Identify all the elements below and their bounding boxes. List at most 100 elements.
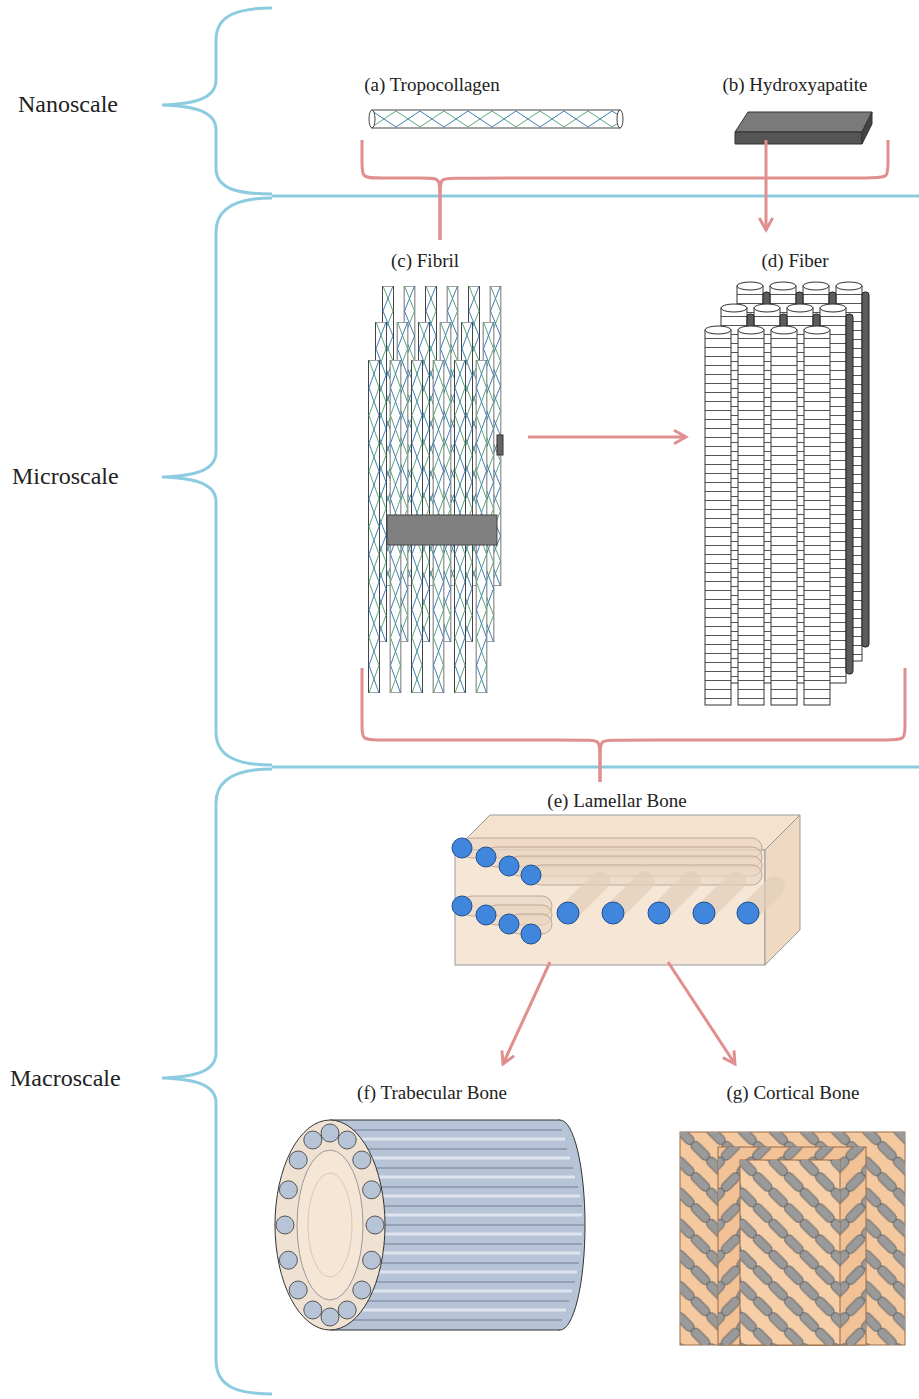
trabecular-bone-figure: [279, 1181, 297, 1199]
trabecular-bone-figure: [289, 1151, 307, 1169]
trabecular-bone-figure: [363, 1181, 381, 1199]
lamellar-bone-figure: [737, 902, 759, 924]
cortical-bone-figure: [680, 1132, 905, 1345]
trabecular-bone-figure: [353, 1281, 371, 1299]
trabecular-bone-figure: [297, 1150, 363, 1300]
fiber-figure: [771, 326, 797, 705]
trabecular-bone-figure: [330, 1320, 562, 1321]
trabecular-bone-figure: [275, 1120, 385, 1330]
fibril-figure: [497, 435, 503, 455]
flow-arrow: [503, 962, 550, 1064]
lamellar-bone-figure: [693, 902, 715, 924]
trabecular-bone-figure: [279, 1251, 297, 1269]
cortical-bone-figure: [718, 1147, 866, 1345]
hierarchy-level: (b) Hydroxyapatite: [700, 72, 895, 140]
tropocollagen-figure: [372, 110, 620, 128]
fiber-figure: [705, 282, 869, 705]
lamellar-bone-figure: [648, 902, 670, 924]
scale-bracket: [162, 8, 919, 1394]
trabecular-bone-figure: [330, 1120, 560, 1121]
cortical-bone-figure: [680, 1132, 905, 1345]
fibril-figure: [369, 286, 504, 693]
level-title: (g) Cortical Bone: [727, 1082, 860, 1104]
trabecular-bone-figure: [366, 1216, 384, 1234]
scale-label: Microscale: [12, 462, 119, 490]
scale-bracket: [162, 8, 272, 194]
trabecular-bone-figure: [276, 1124, 384, 1326]
scale-bracket: [162, 198, 272, 765]
tropocollagen-figure: [617, 110, 623, 128]
lamellar-bone-figure: [602, 902, 624, 924]
level-title: (b) Hydroxyapatite: [722, 74, 867, 96]
trabecular-bone-figure: [304, 1301, 322, 1319]
hydroxyapatite-figure: [735, 112, 872, 144]
lamellar-bone-figure: [462, 838, 762, 934]
trabecular-bone-figure: [275, 1120, 585, 1330]
trabecular-bone-figure: [330, 1138, 565, 1141]
scale-label: Nanoscale: [18, 90, 118, 118]
hierarchy-level: (e) Lamellar Bone: [440, 782, 810, 962]
trabecular-bone-figure: [330, 1130, 584, 1320]
trabecular-bone-figure: [330, 1309, 566, 1312]
lamellar-bone-figure: [452, 838, 759, 944]
flow-arrow: [528, 436, 686, 439]
fiber-figure: [862, 292, 869, 647]
cortical-bone-figure: [718, 1147, 866, 1345]
flow-arrow: [668, 962, 735, 1064]
scale-bracket: [272, 766, 919, 769]
level-title: (d) Fiber: [761, 250, 828, 272]
trabecular-bone-figure: [330, 1130, 562, 1131]
flow-arrow: [765, 140, 768, 230]
tropocollagen-figure: [369, 110, 375, 128]
tropocollagen-figure: [369, 110, 623, 128]
lamellar-bone-figure: [521, 865, 541, 885]
trabecular-bone-figure: [276, 1216, 294, 1234]
fibril-figure: [387, 515, 497, 545]
level-title: (f) Trabecular Bone: [357, 1082, 507, 1104]
merge-brace: [362, 140, 440, 240]
hierarchy-level: (d) Fiber: [690, 232, 910, 668]
lamellar-bone-figure: [521, 924, 541, 944]
hierarchy-level: (f) Trabecular Bone: [270, 1066, 600, 1336]
hydroxyapatite-figure: [735, 132, 862, 144]
tropocollagen-figure: [372, 111, 620, 127]
lamellar-bone-figure: [499, 914, 519, 934]
trabecular-bone-figure: [321, 1308, 339, 1326]
lamellar-bone-figure: [452, 815, 800, 965]
trabecular-bone-figure: [353, 1151, 371, 1169]
lamellar-bone-figure: [452, 838, 472, 858]
trabecular-bone-figure: [321, 1124, 339, 1142]
hydroxyapatite-figure: [862, 112, 872, 144]
lamellar-bone-figure: [455, 850, 765, 965]
hierarchy-level: (c) Fibril: [345, 240, 520, 668]
fiber-figure: [804, 326, 830, 705]
level-title: (a) Tropocollagen: [364, 74, 500, 96]
hierarchy-level: (g) Cortical Bone: [670, 1066, 910, 1350]
cortical-bone-figure: [740, 1160, 840, 1345]
cortical-bone-figure: [740, 1160, 840, 1345]
fiber-figure: [738, 326, 764, 705]
merge-brace: [440, 140, 888, 240]
lamellar-bone-figure: [557, 902, 579, 924]
hierarchy-level: (a) Tropocollagen: [355, 72, 630, 140]
trabecular-bone-figure: [363, 1251, 381, 1269]
fiber-figure: [846, 314, 853, 674]
merge-brace: [600, 668, 905, 782]
cortical-bone-figure: [680, 1132, 905, 1345]
merge-brace: [362, 668, 600, 782]
scale-bracket: [272, 195, 919, 198]
hydroxyapatite-figure: [735, 112, 872, 132]
fibril-figure: [369, 360, 380, 693]
trabecular-bone-figure: [289, 1281, 307, 1299]
level-title: (c) Fibril: [391, 250, 459, 272]
lamellar-bone-figure: [452, 896, 472, 916]
lamellar-bone-figure: [499, 856, 519, 876]
scale-bracket: [162, 769, 272, 1394]
level-title: (e) Lamellar Bone: [547, 790, 686, 812]
trabecular-bone-figure: [330, 1330, 560, 1331]
trabecular-bone-figure: [308, 1173, 352, 1277]
lamellar-bone-figure: [476, 905, 496, 925]
